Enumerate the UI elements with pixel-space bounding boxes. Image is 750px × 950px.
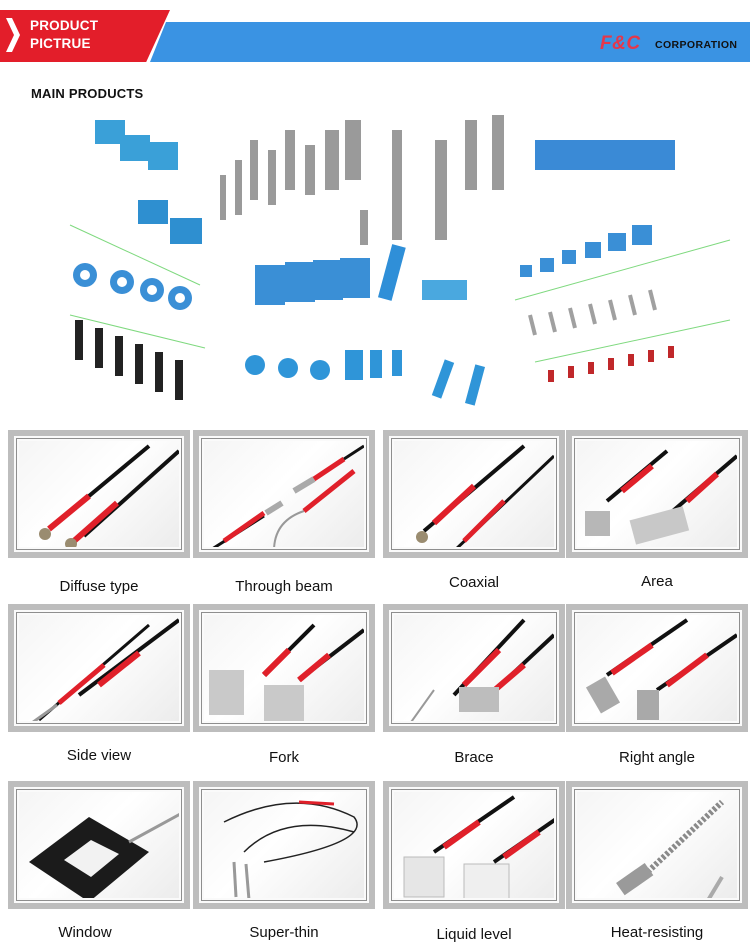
fiber-image [403,795,554,898]
fiber-card-super-thin [193,781,375,909]
fiber-label: Area [641,573,673,590]
fiber-label: Liquid level [436,926,512,943]
title-line-2: PICTRUE [30,36,91,51]
fiber-label: Diffuse type [59,578,139,595]
header-banner: PRODUCT PICTRUE F&C CORPORATION [0,0,750,70]
fiber-card-liquid-level [383,781,565,909]
main-products-collage [30,100,750,410]
fiber-image [585,449,737,545]
fiber-image [416,444,554,547]
chevron-right-icon [6,18,20,52]
fiber-card-area [566,430,748,558]
section-title: MAIN PRODUCTS [31,86,144,101]
fiber-label: Fork [269,749,299,766]
fiber-card-brace [383,604,565,732]
fiber-label: Coaxial [448,574,500,591]
title-line-1: PRODUCT [30,18,99,33]
fiber-image [32,618,179,721]
brand-name: CORPORATION [655,39,738,51]
fiber-label: Right angle [619,749,695,766]
fiber-image [410,618,554,721]
fiber-card-coaxial [383,430,565,558]
fiber-image [223,800,358,898]
fiber-card-heat-resisting [566,781,748,909]
fiber-label: Brace [454,749,494,766]
fiber-label: Side view [66,747,132,764]
fiber-image [212,444,364,547]
banner-blue-stripe [150,22,750,62]
fiber-image [29,813,179,898]
fiber-card-right-angle [566,604,748,732]
fiber-label: Through beam [235,578,333,595]
fiber-label: Super-thin [249,924,319,941]
fiber-card-through-beam [193,430,375,558]
fiber-image [585,618,737,720]
fiber-image [39,444,179,547]
fiber-label: Heat-resisting [610,924,704,941]
fiber-image [209,623,364,721]
fiber-card-fork [193,604,375,732]
fiber-image [616,799,725,898]
banner-red-block [0,10,170,62]
fiber-card-side-view [8,604,190,732]
fiber-card-diffuse [8,430,190,558]
brand-logo: F&C [600,33,641,54]
fiber-card-window [8,781,190,909]
products-illustration [69,115,731,406]
page-title: PRODUCT PICTRUE [30,17,98,53]
fiber-label: Window [58,924,112,941]
